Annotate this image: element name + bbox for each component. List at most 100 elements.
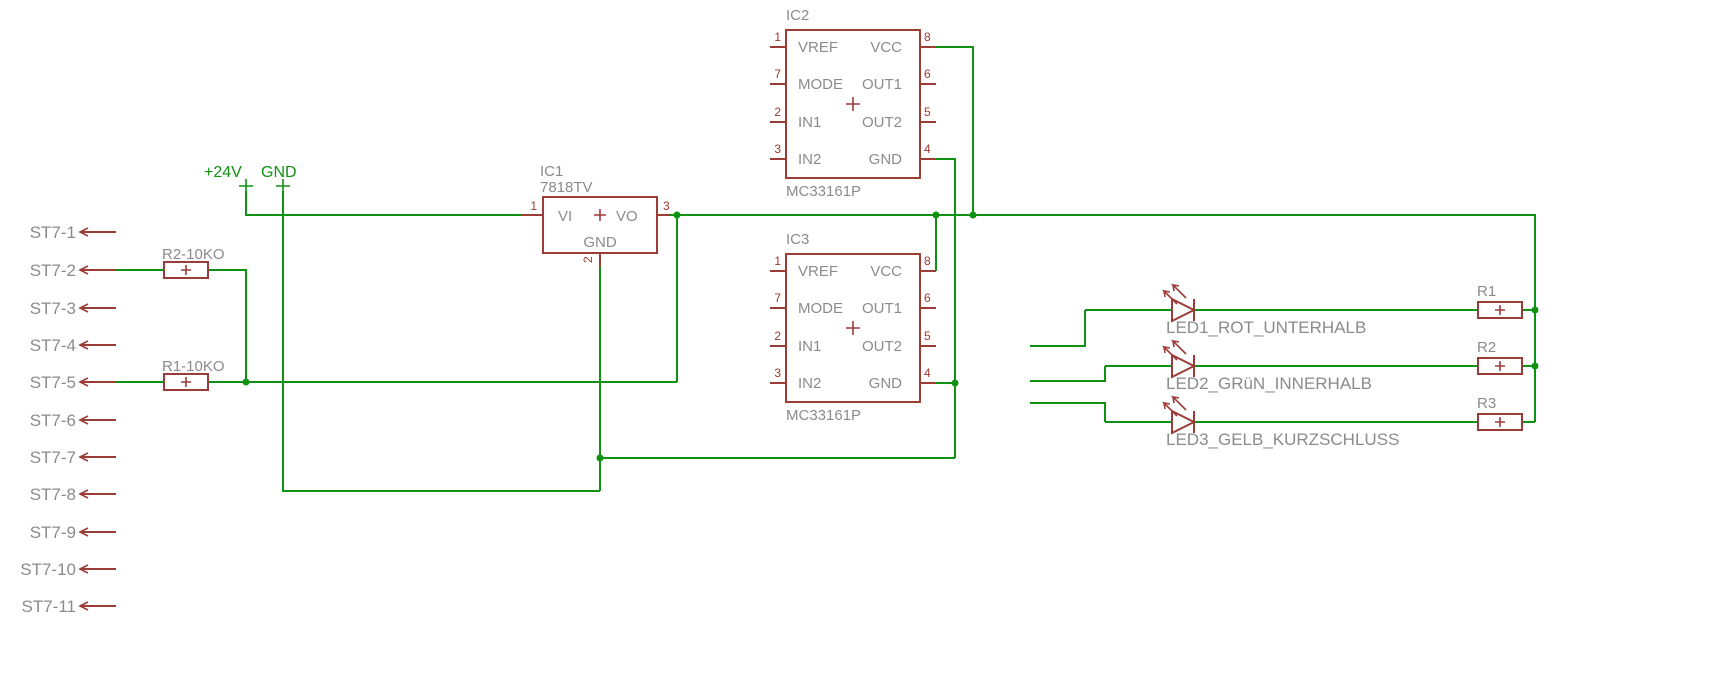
pin-label: ST7-8 [30, 485, 76, 504]
pin-arrow-icon [78, 377, 89, 387]
supply-24v-label: +24V [204, 164, 242, 181]
connector-pin-st7-10: ST7-10 [20, 560, 116, 579]
resistor-label: R2 [1477, 339, 1496, 356]
pin-arrow-icon [78, 415, 89, 425]
led-triangle-icon [1171, 353, 1197, 379]
wire-output-rail [670, 214, 1536, 422]
ic3-pin-number: 4 [924, 366, 931, 380]
ic3-pin-name: VREF [798, 263, 838, 280]
ic2-pin-number: 3 [774, 142, 781, 156]
supply-gnd-label: GND [261, 164, 297, 181]
led-emission-arrows-icon [1161, 339, 1187, 361]
pin-label: ST7-10 [20, 560, 76, 579]
origin-cross-icon [846, 97, 860, 111]
resistor-r3: R3 [1477, 395, 1523, 431]
resistor-body [1477, 413, 1523, 431]
junction-dot [242, 378, 250, 386]
connector-pin-st7-1: ST7-1 [30, 223, 116, 242]
led3: LED3_GELB_KURZSCHLUSS [1161, 395, 1399, 449]
ic2-pin-number: 5 [924, 105, 931, 119]
led-label: LED1_ROT_UNTERHALB [1166, 318, 1366, 337]
connector-pin-st7-6: ST7-6 [30, 411, 116, 430]
wire-gnd-supply [282, 191, 600, 492]
net-wires [116, 46, 1536, 492]
ic3-pin-name: OUT2 [862, 338, 902, 355]
pin-label: ST7-6 [30, 411, 76, 430]
origin-cross-icon [1495, 417, 1505, 427]
ic1-pin-number: 1 [530, 199, 537, 213]
pin-label: ST7-1 [30, 223, 76, 242]
connector-pin-st7-3: ST7-3 [30, 299, 116, 318]
wire-ic2-gnd [936, 158, 956, 458]
resistor-r2: R2 [1477, 339, 1523, 375]
ic2-pin-name: OUT1 [862, 76, 902, 93]
ic2-pin-number: 7 [774, 67, 781, 81]
pin-label: ST7-7 [30, 448, 76, 467]
ic2-pin-number: 8 [924, 30, 931, 44]
ic2-value: MC33161P [786, 183, 861, 200]
resistor-body [163, 373, 209, 391]
ic3-pin-name: OUT1 [862, 300, 902, 317]
led-emission-arrows-icon [1161, 283, 1187, 305]
led-label: LED3_GELB_KURZSCHLUSS [1166, 430, 1399, 449]
pin-arrow-icon [78, 452, 89, 462]
connector-pin-st7-11: ST7-11 [22, 597, 116, 616]
ic2-pin-name: VREF [798, 39, 838, 56]
ic1-pin-gnd-label: GND [583, 234, 617, 251]
connector-pin-st7-9: ST7-9 [30, 523, 116, 542]
connector-pin-st7-2: ST7-2 [30, 261, 116, 280]
origin-cross-icon [594, 209, 606, 221]
led-triangle-icon [1171, 297, 1197, 323]
resistor-r1: R1 [1477, 283, 1523, 319]
wire-led1-stub [1030, 310, 1086, 347]
wire-ic2-vcc [936, 46, 974, 215]
pin-arrow-icon [78, 340, 89, 350]
junction-dot [969, 211, 977, 219]
ic1-pin-number: 3 [663, 199, 670, 213]
junction-dot [596, 454, 604, 462]
resistor-label: R1-10KO [162, 358, 225, 375]
pin-arrow-icon [78, 303, 89, 313]
wire-led3-stub [1030, 402, 1106, 422]
ic2-body [785, 29, 921, 179]
ic3-pin-number: 2 [774, 329, 781, 343]
ic3-pin-name: VCC [870, 263, 902, 280]
resistor-r2-10ko: R2-10KO [162, 246, 225, 279]
resistor-label: R2-10KO [162, 246, 225, 263]
ic3-pin-number: 5 [924, 329, 931, 343]
pin-label: ST7-11 [22, 597, 77, 616]
origin-cross-icon [181, 377, 191, 387]
supply-24v: +24V [204, 164, 253, 193]
resistor-label: R3 [1477, 395, 1496, 412]
ic3-value: MC33161P [786, 407, 861, 424]
wire-24v-supply [245, 191, 521, 216]
led2: LED2_GRüN_INNERHALB [1161, 339, 1372, 393]
resistor-r1-10ko: R1-10KO [162, 358, 225, 391]
ic2-pin-number: 6 [924, 67, 931, 81]
ic3-pin-number: 1 [774, 254, 781, 268]
resistor-body [163, 261, 209, 279]
ic3-pin-name: IN2 [798, 375, 821, 392]
pin-arrow-icon [78, 227, 89, 237]
ic1-pin-vi-label: VI [558, 208, 572, 225]
ic1-pin-vo-label: VO [616, 208, 638, 225]
ic2-pin-number: 1 [774, 30, 781, 44]
led-label: LED2_GRüN_INNERHALB [1166, 374, 1372, 393]
connector-pin-st7-7: ST7-7 [30, 448, 116, 467]
pin-arrow-icon [78, 527, 89, 537]
ic2-pin-name: IN1 [798, 114, 821, 131]
pin-arrow-icon [78, 265, 89, 275]
resistor-body [1477, 301, 1523, 319]
ic3-ref: IC3 [786, 231, 809, 248]
origin-cross-icon [181, 265, 191, 275]
ic3-pin-name: MODE [798, 300, 843, 317]
connector-pin-st7-5: ST7-5 [30, 373, 116, 392]
ic2-pin-name: VCC [870, 39, 902, 56]
ic3-monitor: IC3 MC33161P 1 7 2 3 8 6 5 4 VREF MODE I… [770, 231, 936, 424]
resistor-label: R1 [1477, 283, 1496, 300]
ic1-value: 7818TV [540, 179, 593, 196]
origin-cross-icon [1495, 361, 1505, 371]
led1: LED1_ROT_UNTERHALB [1161, 283, 1366, 337]
junctions [242, 211, 1539, 462]
